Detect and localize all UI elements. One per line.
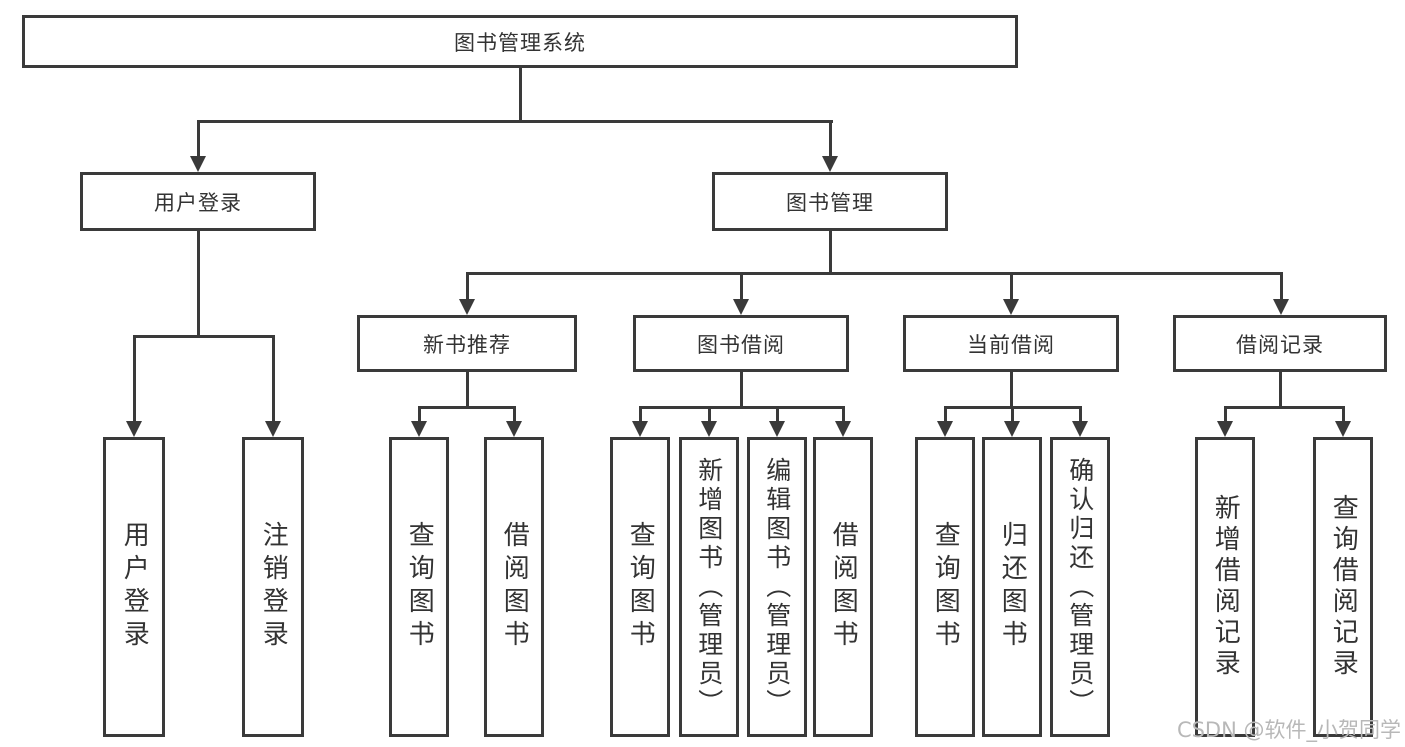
connector-line bbox=[1009, 272, 1013, 301]
arrowhead-down bbox=[506, 421, 522, 437]
connector-line bbox=[196, 229, 200, 335]
connector-line bbox=[1078, 406, 1082, 423]
arrowhead-down bbox=[126, 421, 142, 437]
connector-line bbox=[1223, 406, 1345, 409]
node-leaf-borrow-books-1: 借阅图书 bbox=[484, 437, 544, 737]
connector-line bbox=[1278, 370, 1282, 408]
connector-line bbox=[132, 335, 136, 421]
node-label: 注销登录 bbox=[258, 521, 289, 653]
node-leaf-edit-books-admin: 编辑图书（管理员） bbox=[747, 437, 807, 737]
node-label: 新增图书（管理员） bbox=[694, 456, 724, 718]
connector-line bbox=[465, 272, 469, 301]
arrowhead-down bbox=[1335, 421, 1351, 437]
node-label: 编辑图书（管理员） bbox=[762, 456, 792, 718]
connector-line bbox=[828, 229, 832, 274]
connector-line bbox=[196, 120, 200, 158]
node-leaf-query-books-2: 查询图书 bbox=[610, 437, 670, 737]
node-label: 图书管理系统 bbox=[454, 30, 586, 55]
node-leaf-borrow-books-2: 借阅图书 bbox=[813, 437, 873, 737]
node-new-book-recommend: 新书推荐 bbox=[357, 315, 577, 372]
arrowhead-down bbox=[1004, 421, 1020, 437]
node-label: 查询借阅记录 bbox=[1328, 494, 1359, 680]
node-leaf-add-borrow-record: 新增借阅记录 bbox=[1195, 437, 1255, 737]
connector-line bbox=[775, 406, 779, 423]
connector-line bbox=[1341, 406, 1345, 423]
connector-line bbox=[707, 406, 711, 423]
node-label: 图书管理 bbox=[786, 190, 874, 215]
arrowhead-down bbox=[769, 421, 785, 437]
node-current-borrowing: 当前借阅 bbox=[903, 315, 1119, 372]
connector-line bbox=[518, 66, 522, 122]
node-label: 借阅记录 bbox=[1236, 332, 1324, 357]
node-label: 借阅图书 bbox=[499, 521, 530, 653]
connector-line bbox=[1223, 406, 1227, 423]
arrowhead-down bbox=[632, 421, 648, 437]
arrowhead-down bbox=[1072, 421, 1088, 437]
node-label: 图书借阅 bbox=[697, 332, 785, 357]
node-label: 新书推荐 bbox=[423, 332, 511, 357]
node-leaf-confirm-return-admin: 确认归还（管理员） bbox=[1050, 437, 1110, 737]
node-label: 归还图书 bbox=[997, 521, 1028, 653]
node-leaf-logout: 注销登录 bbox=[242, 437, 304, 737]
node-leaf-query-books-1: 查询图书 bbox=[389, 437, 449, 737]
watermark: CSDN @软件_小贺同学 bbox=[1176, 718, 1401, 742]
connector-line bbox=[512, 406, 516, 423]
connector-line bbox=[828, 120, 832, 158]
arrowhead-down bbox=[701, 421, 717, 437]
arrowhead-down bbox=[937, 421, 953, 437]
arrowhead-down bbox=[835, 421, 851, 437]
node-leaf-return-books: 归还图书 bbox=[982, 437, 1042, 737]
connector-line bbox=[271, 335, 275, 421]
arrowhead-down bbox=[459, 299, 475, 315]
node-label: 查询图书 bbox=[404, 521, 435, 653]
arrowhead-down bbox=[822, 156, 838, 172]
connector-line bbox=[841, 406, 845, 423]
node-leaf-add-books-admin: 新增图书（管理员） bbox=[679, 437, 739, 737]
connector-line bbox=[465, 272, 1283, 275]
node-label: 新增借阅记录 bbox=[1210, 494, 1241, 680]
arrowhead-down bbox=[1273, 299, 1289, 315]
connector-line bbox=[132, 335, 275, 338]
arrowhead-down bbox=[411, 421, 427, 437]
connector-line bbox=[943, 406, 947, 423]
connector-line bbox=[638, 406, 642, 423]
connector-line bbox=[417, 406, 421, 423]
arrowhead-down bbox=[1217, 421, 1233, 437]
node-book-borrowing: 图书借阅 bbox=[633, 315, 849, 372]
connector-line bbox=[417, 406, 516, 409]
node-label: 用户登录 bbox=[154, 190, 242, 215]
connector-line bbox=[638, 406, 845, 409]
node-leaf-user-login: 用户登录 bbox=[103, 437, 165, 737]
connector-line bbox=[1010, 406, 1014, 423]
node-label: 用户登录 bbox=[119, 521, 150, 653]
node-borrowing-records: 借阅记录 bbox=[1173, 315, 1387, 372]
node-user-login: 用户登录 bbox=[80, 172, 316, 231]
arrowhead-down bbox=[265, 421, 281, 437]
arrowhead-down bbox=[1003, 299, 1019, 315]
connector-line bbox=[1279, 272, 1283, 301]
node-label: 查询图书 bbox=[625, 521, 656, 653]
node-leaf-query-books-3: 查询图书 bbox=[915, 437, 975, 737]
connector-line bbox=[465, 370, 469, 408]
node-book-management: 图书管理 bbox=[712, 172, 948, 231]
node-label: 查询图书 bbox=[930, 521, 961, 653]
node-root: 图书管理系统 bbox=[22, 15, 1018, 68]
connector-line bbox=[739, 272, 743, 301]
node-leaf-query-borrow-record: 查询借阅记录 bbox=[1313, 437, 1373, 737]
node-label: 借阅图书 bbox=[828, 521, 859, 653]
connector-line bbox=[739, 370, 743, 408]
connector-line bbox=[196, 120, 833, 123]
node-label: 当前借阅 bbox=[967, 332, 1055, 357]
connector-line bbox=[1009, 370, 1013, 408]
node-label: 确认归还（管理员） bbox=[1065, 456, 1095, 718]
arrowhead-down bbox=[733, 299, 749, 315]
arrowhead-down bbox=[190, 156, 206, 172]
